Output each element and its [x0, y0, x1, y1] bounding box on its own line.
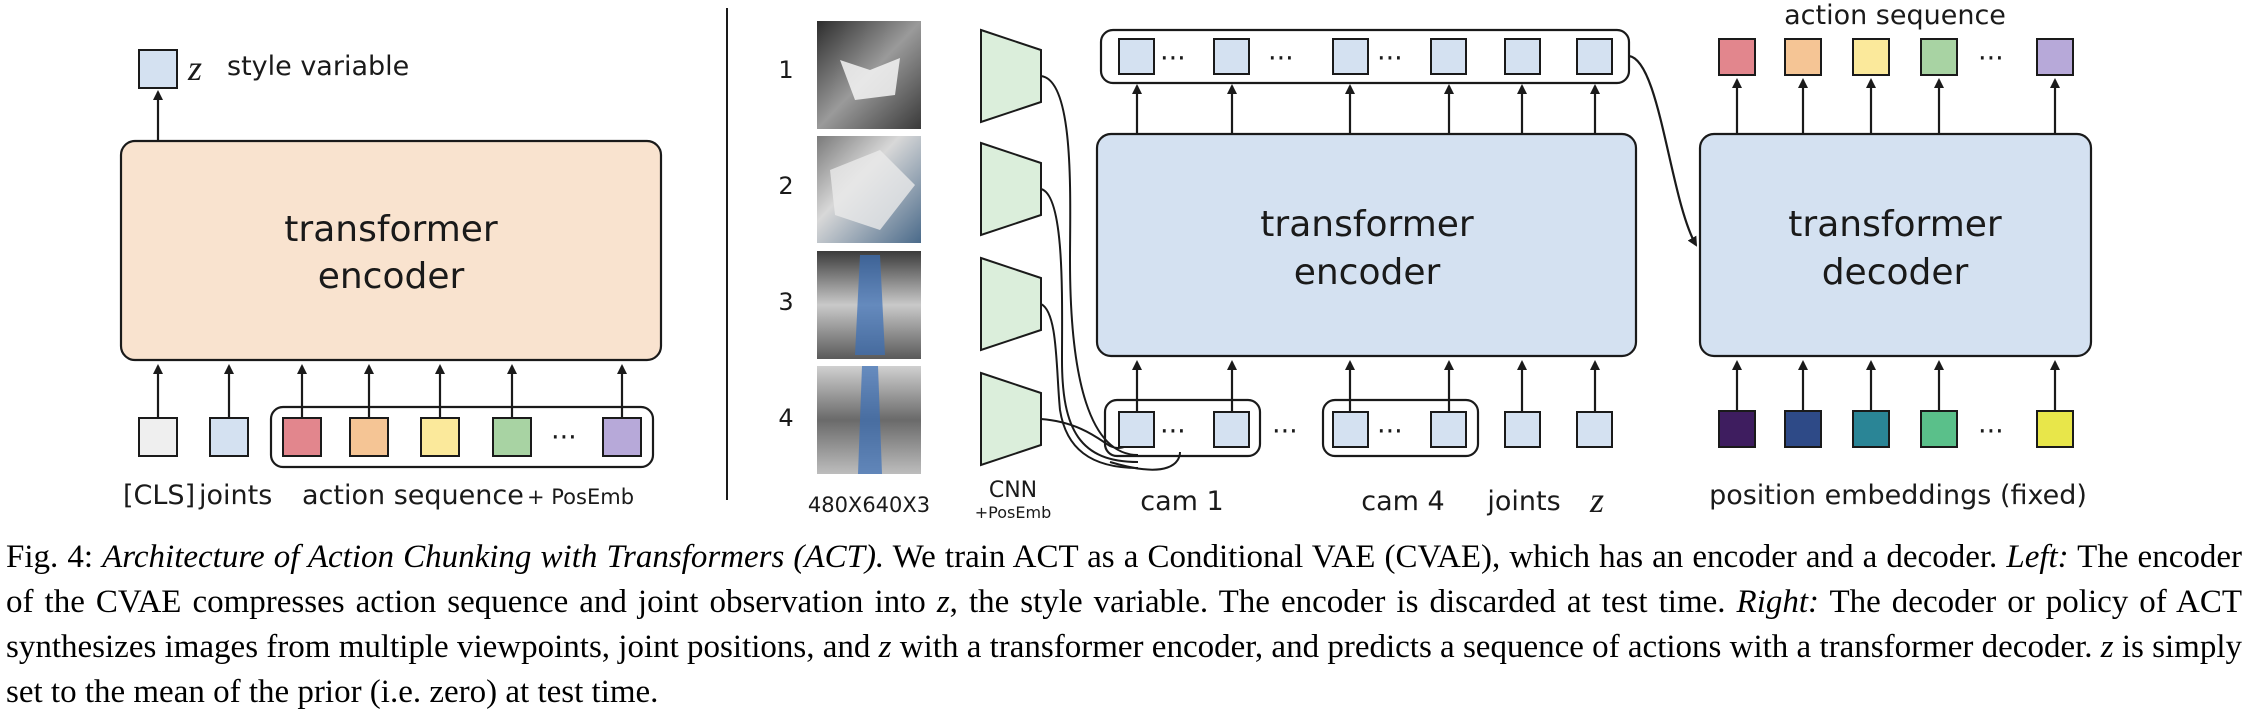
figure-caption: Fig. 4: Architecture of Action Chunking … [6, 535, 2242, 715]
caption-z: z [2100, 629, 2114, 665]
action-sequence-group [269, 405, 655, 469]
cnn-trapezoid [980, 371, 1042, 467]
encoder-output-token [1504, 38, 1541, 75]
action-token [349, 417, 389, 457]
ellipsis: ··· [1377, 416, 1403, 447]
position-embeddings-label: position embeddings (fixed) [1709, 480, 2087, 511]
action-output-token [1852, 38, 1890, 76]
cam-token [1430, 411, 1467, 448]
camera-number: 2 [778, 172, 793, 200]
posemb-label-left: + PosEmb [527, 485, 634, 509]
cnn-trapezoid [980, 141, 1042, 237]
encoder-output-token [1576, 38, 1613, 75]
action-output-token [2036, 38, 2074, 76]
action-token [282, 417, 322, 457]
caption-z: z [936, 584, 950, 620]
cam-token [1332, 411, 1369, 448]
cnn-trapezoid [980, 28, 1042, 124]
ellipsis: ··· [1978, 43, 2004, 74]
z-output-token [138, 49, 178, 89]
camera-number: 1 [778, 56, 793, 84]
joints-label-right: joints [1486, 486, 1560, 517]
cls-label: [CLS] [123, 480, 195, 511]
position-embedding-token [1920, 410, 1958, 448]
right-encoder-title-line1: transformer [1260, 204, 1474, 245]
ellipsis: ··· [1160, 43, 1186, 74]
caption-right-label: Right: [1736, 584, 1820, 620]
camera-number: 3 [778, 288, 793, 316]
right-transformer-encoder [1095, 132, 1638, 358]
left-encoder-title-line1: transformer [284, 209, 498, 250]
action-sequence-label-left: action sequence [302, 480, 524, 511]
action-token [492, 417, 532, 457]
ellipsis: ··· [1268, 43, 1294, 74]
right-panel-text: transformer encoder transformer decoder … [1140, 0, 2087, 520]
act-architecture-figure: z style variable transformer encoder ···… [119, 0, 2093, 522]
right-transformer-decoder [1698, 132, 2093, 358]
ellipsis: ··· [1160, 416, 1186, 447]
caption-text: is simply set to the mean of the prior (… [6, 629, 2243, 710]
position-embedding-token [1784, 410, 1822, 448]
joints-label-left: joints [198, 480, 272, 511]
position-embedding-token [1718, 410, 1756, 448]
action-output-token [1920, 38, 1958, 76]
camera-numbers: 1 2 3 4 [778, 56, 793, 432]
cam-token [1118, 411, 1155, 448]
camera-number: 4 [778, 404, 793, 432]
caption-text: The decoder or policy of ACT synthesizes… [6, 584, 2242, 665]
caption-text: with a transformer encoder, and predicts… [891, 629, 2101, 665]
style-variable-label: style variable [227, 51, 409, 82]
left-panel-text: z style variable transformer encoder ···… [123, 48, 634, 511]
resolution-label: 480X640X3 [808, 493, 930, 517]
action-token [420, 417, 460, 457]
ellipsis: ··· [1978, 416, 2004, 447]
z-symbol: z [187, 48, 202, 88]
action-sequence-label-right: action sequence [1784, 0, 2006, 31]
ellipsis: ··· [1272, 416, 1298, 447]
left-encoder-title-line2: encoder [318, 256, 465, 297]
z-token-right [1576, 411, 1613, 448]
position-embedding-token [1852, 410, 1890, 448]
action-token [602, 417, 642, 457]
position-embedding-token [2036, 410, 2074, 448]
caption-text: The encoder of the CVAE compresses actio… [6, 539, 2242, 620]
joints-token [209, 417, 249, 457]
decoder-title-line2: decoder [1822, 252, 1969, 293]
cnn-blocks [980, 28, 1042, 467]
right-encoder-title-line2: encoder [1294, 252, 1441, 293]
cls-token [138, 417, 178, 457]
caption-text: We train ACT as a Conditional VAE (CVAE)… [884, 539, 2007, 575]
cam1-token-group [1103, 398, 1262, 458]
camera-images [817, 21, 921, 474]
left-panel [119, 49, 663, 469]
cam4-label: cam 4 [1361, 486, 1444, 517]
cnn-trapezoid [980, 256, 1042, 352]
action-output-token [1718, 38, 1756, 76]
cnn-label: CNN [989, 478, 1037, 503]
z-symbol-right: z [1589, 480, 1604, 520]
caption-title: Architecture of Action Chunking with Tra… [102, 539, 885, 575]
encoder-output-token [1213, 38, 1250, 75]
caption-fig-label: Fig. 4: [6, 539, 94, 575]
caption-left-label: Left: [2006, 539, 2069, 575]
cnn-posemb-label: +PosEmb [975, 503, 1051, 522]
ellipsis: ··· [1377, 43, 1403, 74]
joints-token-right [1504, 411, 1541, 448]
action-output-token [1784, 38, 1822, 76]
cam1-label: cam 1 [1140, 486, 1223, 517]
cam4-token-group [1321, 398, 1480, 458]
ellipsis: ··· [551, 422, 577, 453]
left-transformer-encoder [119, 139, 663, 362]
caption-z: z [878, 629, 892, 665]
encoder-output-token [1118, 38, 1155, 75]
encoder-output-token [1430, 38, 1467, 75]
cam-token [1213, 411, 1250, 448]
decoder-title-line1: transformer [1788, 204, 2002, 245]
encoder-output-token [1332, 38, 1369, 75]
caption-text: , the style variable. The encoder is dis… [949, 584, 1737, 620]
